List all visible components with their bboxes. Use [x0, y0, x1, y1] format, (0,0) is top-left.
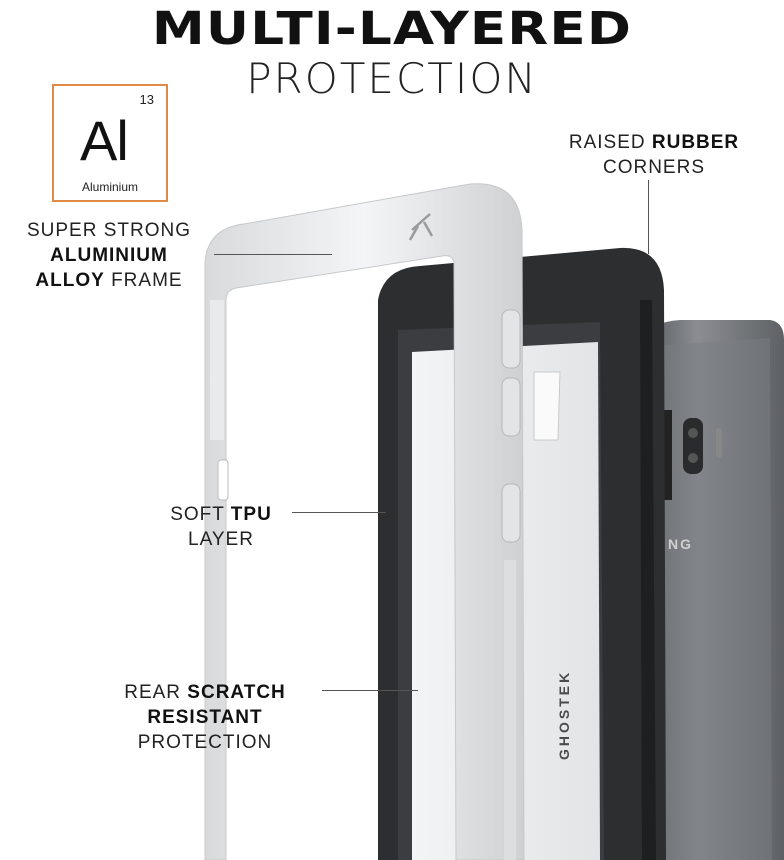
- callout-corners: RAISED RUBBER CORNERS: [534, 130, 774, 180]
- callout-tpu-leader: [292, 512, 386, 513]
- callout-tpu-line2: LAYER: [188, 529, 254, 550]
- callout-frame-leader: [214, 254, 332, 255]
- callout-frame-line3-bold: ALLOY: [35, 270, 105, 291]
- callout-tpu-bold: TPU: [230, 504, 272, 525]
- camera-icon: [683, 418, 703, 474]
- callout-scratch-line3: PROTECTION: [137, 732, 273, 753]
- callout-scratch-line2: RESISTANT: [147, 707, 263, 728]
- aluminium-frame: [204, 183, 525, 860]
- callout-scratch-leader: [322, 690, 418, 691]
- callout-frame-line3-rest: FRAME: [104, 270, 183, 291]
- callout-scratch-light: REAR: [124, 682, 188, 703]
- brand-mark: GHOSTEK: [556, 669, 572, 760]
- callout-frame: SUPER STRONG ALUMINIUM ALLOY FRAME: [4, 218, 214, 293]
- element-symbol: Al: [80, 109, 129, 172]
- headline-light: PROTECTION: [246, 54, 538, 103]
- element-name: Aluminium: [81, 180, 138, 194]
- phone-brand-text: NG: [668, 536, 693, 552]
- callout-scratch-bold: SCRATCH: [187, 682, 286, 703]
- callout-frame-line2: ALUMINIUM: [50, 245, 168, 266]
- callout-tpu-light: SOFT: [170, 504, 231, 525]
- aluminium-element-tile: 13 Al Aluminium: [52, 84, 168, 202]
- camera-cutout: [533, 371, 561, 441]
- callout-scratch: REAR SCRATCH RESISTANT PROTECTION: [90, 680, 320, 755]
- ghostek-logo-icon: [408, 213, 434, 241]
- headline-bold: MULTI-LAYERED: [151, 2, 633, 55]
- callout-corners-light: RAISED: [568, 132, 652, 153]
- callout-corners-line2: CORNERS: [602, 157, 705, 178]
- phone-layer: [640, 320, 784, 860]
- callout-corners-leader: [648, 180, 649, 254]
- atomic-number: 13: [139, 92, 154, 107]
- callout-corners-bold: RUBBER: [651, 132, 740, 153]
- callout-frame-line1: SUPER STRONG: [26, 220, 192, 241]
- callout-tpu: SOFT TPU LAYER: [150, 502, 292, 552]
